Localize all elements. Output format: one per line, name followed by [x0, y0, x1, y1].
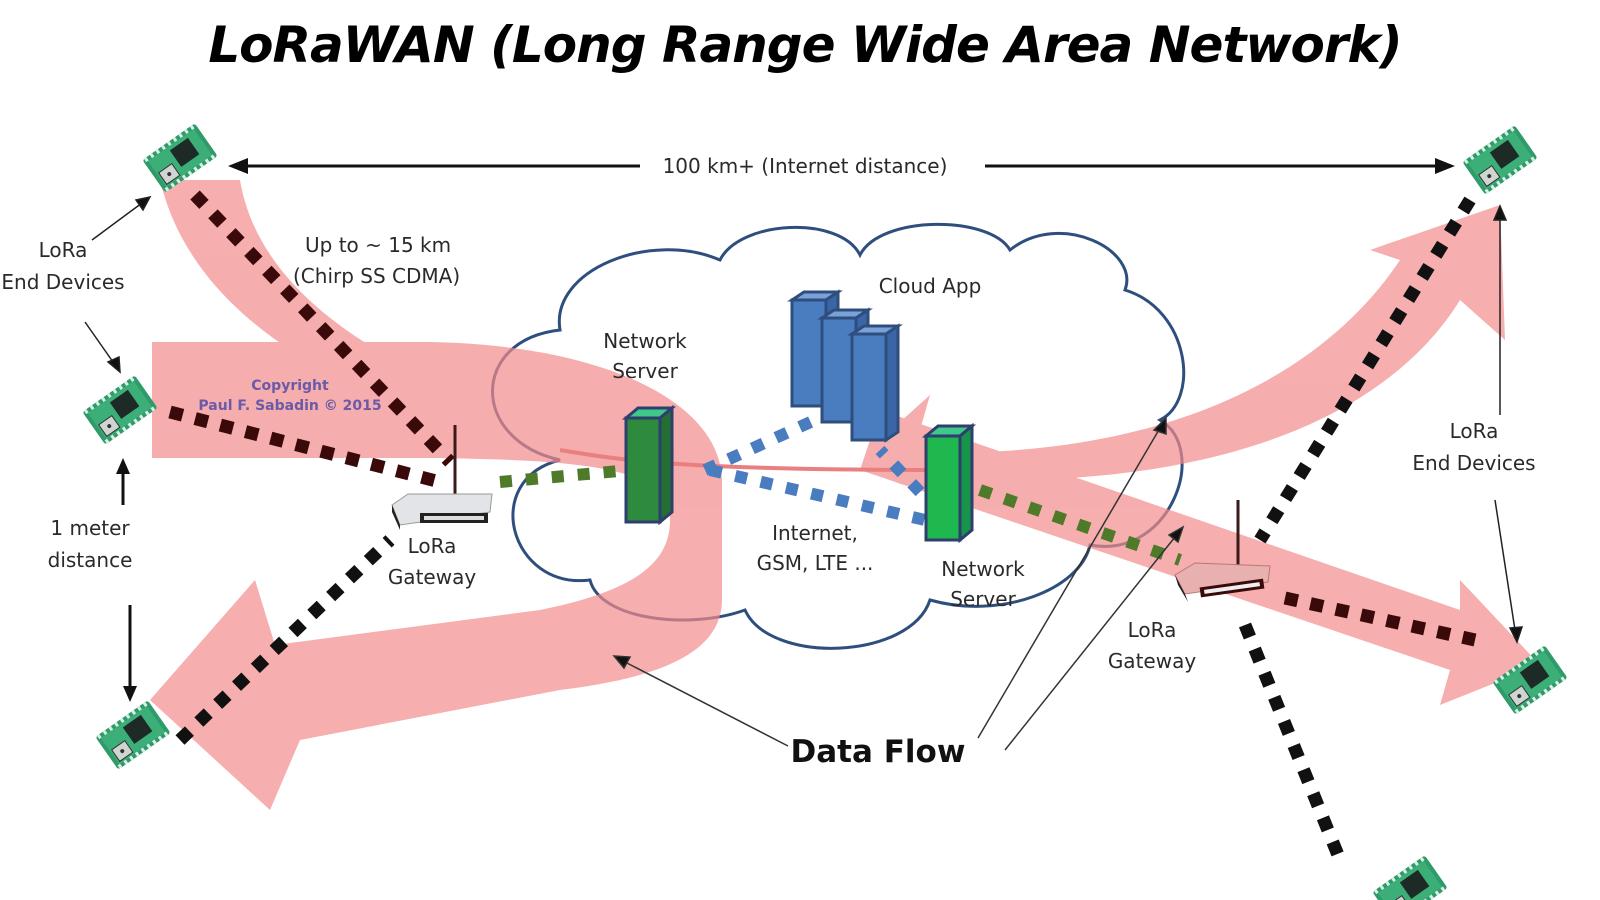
backhaul-links	[499, 464, 1182, 566]
gateway-left-label-2: Gateway	[388, 565, 477, 589]
one-meter-label-2: distance	[48, 548, 133, 572]
end-device-bottom-icon	[1371, 854, 1449, 900]
data-flow-label: Data Flow	[791, 734, 966, 770]
range-label-2: (Chirp SS CDMA)	[293, 264, 460, 288]
backhaul-left	[499, 464, 631, 488]
copyright-line-2: Paul F. Sabadin © 2015	[198, 398, 381, 414]
lora-radio-links	[168, 190, 1477, 863]
internet-cloud	[491, 222, 1186, 650]
end-devices-right-label: LoRa	[1450, 419, 1499, 443]
flow-arrow-top-right	[870, 205, 1505, 481]
gateway-right-label-2: Gateway	[1108, 649, 1197, 673]
end-devices-left-label: LoRa	[39, 238, 88, 262]
link-topleft-to-gateway	[190, 190, 455, 467]
internet-label-2: GSM, LTE ...	[757, 551, 874, 575]
gateway-right-icon	[1174, 500, 1271, 602]
end-devices-left-pointers	[84, 195, 152, 374]
copyright-line-1: Copyright	[251, 378, 329, 394]
internet-distance-label: 100 km+ (Internet distance)	[663, 154, 948, 178]
network-server-left-icon	[621, 404, 677, 526]
ip-link-right-server-to-cloudapp	[875, 445, 925, 497]
network-server-right-label: Network	[941, 557, 1025, 581]
flow-arrow-bottom-right	[860, 410, 1540, 705]
backhaul-right	[978, 484, 1182, 566]
end-device-mid-left-icon	[81, 374, 159, 446]
end-device-top-right-icon	[1461, 124, 1539, 196]
end-device-bottom-left-icon	[94, 699, 172, 771]
end-devices-right-label-2: End Devices	[1412, 451, 1535, 475]
one-meter-arrows	[116, 458, 137, 702]
range-label: Up to ~ 15 km	[305, 233, 451, 257]
gateway-left-label: LoRa	[408, 534, 457, 558]
data-flow-pointers	[612, 416, 1185, 751]
ip-link-server-to-server	[708, 464, 927, 526]
cloud-app-servers	[787, 289, 903, 443]
cloud-app-server-icon	[847, 323, 903, 443]
internet-distance-arrow	[228, 158, 1455, 174]
link-gateway-to-bottom	[1238, 622, 1347, 863]
end-devices-left-label-2: End Devices	[1, 270, 124, 294]
end-devices-right-pointers	[1492, 204, 1524, 644]
ip-links	[702, 414, 927, 526]
link-gateway-to-bottomright	[1283, 591, 1477, 647]
flow-arrow-left-uturn	[150, 342, 722, 810]
network-server-right-label-2: Server	[950, 587, 1016, 611]
internet-label: Internet,	[772, 521, 858, 545]
gateway-right-label: LoRa	[1128, 618, 1177, 642]
network-server-right-icon	[921, 422, 977, 544]
link-midleft-to-gateway	[168, 405, 442, 489]
cloud-app-label: Cloud App	[879, 274, 982, 298]
link-bottomleft-to-gateway	[175, 535, 395, 745]
ip-link-server-to-cloudapp	[702, 414, 818, 476]
gateway-left-icon	[391, 425, 493, 530]
network-server-left-label-2: Server	[612, 359, 678, 383]
network-server-left-label: Network	[603, 329, 687, 353]
diagram-title: LoRaWAN (Long Range Wide Area Network)	[208, 16, 1401, 74]
one-meter-label: 1 meter	[50, 516, 130, 540]
